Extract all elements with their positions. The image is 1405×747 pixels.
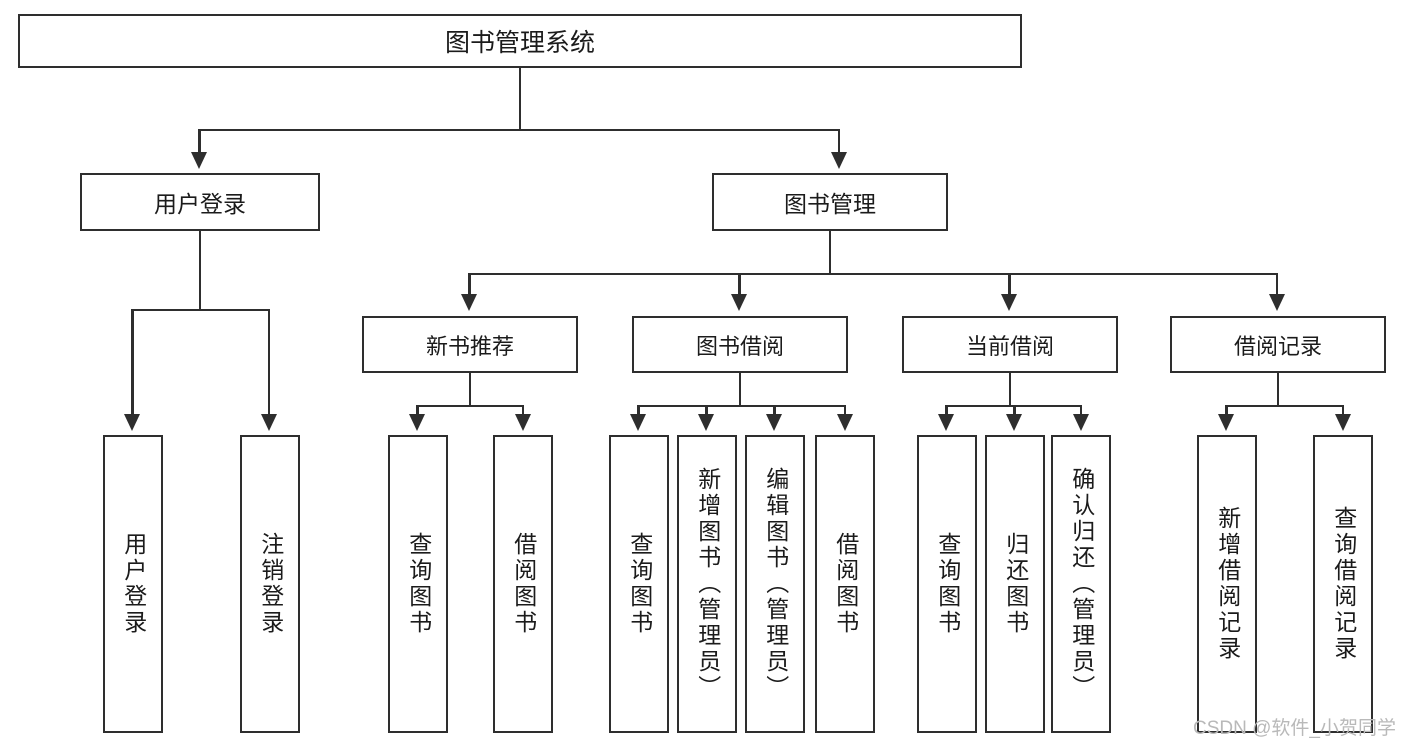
node-label: 图书管理 bbox=[784, 191, 876, 217]
watermark-text: CSDN @软件_小贺同学 bbox=[1193, 718, 1396, 739]
arrowhead-current-borrow-leaf-2 bbox=[1006, 414, 1022, 431]
leaf-borrow-borrow-book[interactable]: 借阅图书 bbox=[815, 435, 875, 733]
connector-user-login-bus bbox=[131, 308, 270, 311]
connector-book-manage-drop-2 bbox=[738, 272, 741, 297]
arrowhead-to-user-login bbox=[191, 152, 207, 169]
leaf-current-query-book[interactable]: 查询图书 bbox=[917, 435, 977, 733]
connector-borrow-record-stem bbox=[1276, 373, 1280, 406]
node-label: 用户登录 bbox=[154, 191, 246, 217]
leaf-current-confirm-return-admin[interactable]: 确认归还（管理员） bbox=[1051, 435, 1111, 733]
leaf-record-query[interactable]: 查询借阅记录 bbox=[1313, 435, 1373, 733]
connector-book-manage-bus bbox=[468, 272, 1278, 275]
leaf-new-book-borrow[interactable]: 借阅图书 bbox=[493, 435, 553, 733]
node-label: 图书借阅 bbox=[695, 333, 784, 359]
connector-book-manage-drop-4 bbox=[1275, 272, 1278, 297]
node-label: 查询图书 bbox=[626, 532, 653, 636]
arrowhead-current-borrow-leaf-3 bbox=[1072, 414, 1089, 431]
arrowhead-book-borrow-leaf-4 bbox=[836, 414, 853, 431]
node-label: 新书推荐 bbox=[425, 333, 514, 359]
arrowhead-to-book-manage bbox=[830, 152, 847, 169]
node-label: 查询图书 bbox=[405, 532, 432, 636]
node-label: 查询借阅记录 bbox=[1330, 506, 1357, 662]
node-borrow-record[interactable]: 借阅记录 bbox=[1170, 316, 1386, 373]
connector-new-book-drop-1 bbox=[416, 404, 419, 417]
arrowhead-book-borrow-leaf-1 bbox=[630, 414, 646, 431]
node-book-borrow[interactable]: 图书借阅 bbox=[632, 316, 848, 373]
leaf-borrow-query-book[interactable]: 查询图书 bbox=[609, 435, 669, 733]
arrowhead-book-borrow-leaf-2 bbox=[698, 414, 714, 431]
node-label: 确认归还（管理员） bbox=[1068, 467, 1095, 701]
connector-borrow-record-drop-2 bbox=[1341, 404, 1344, 417]
node-label: 图书管理系统 bbox=[444, 29, 595, 57]
node-label: 借阅图书 bbox=[510, 532, 537, 636]
connector-user-login-drop-1 bbox=[131, 308, 134, 417]
node-label: 查询图书 bbox=[934, 532, 961, 636]
node-label: 用户登录 bbox=[120, 532, 147, 636]
node-label: 注销登录 bbox=[257, 532, 284, 636]
connector-borrow-record-bus bbox=[1225, 404, 1344, 407]
connector-new-book-bus bbox=[416, 404, 524, 407]
node-label: 当前借阅 bbox=[965, 333, 1054, 359]
connector-book-borrow-stem bbox=[738, 373, 742, 406]
connector-root-bus bbox=[198, 128, 840, 131]
arrowhead-to-borrow-record bbox=[1268, 294, 1285, 311]
connector-root-stem bbox=[518, 68, 522, 130]
connector-book-manage-drop-1 bbox=[468, 272, 471, 297]
connector-user-login-drop-2 bbox=[267, 308, 270, 417]
leaf-logout[interactable]: 注销登录 bbox=[240, 435, 300, 733]
leaf-borrow-add-book-admin[interactable]: 新增图书（管理员） bbox=[677, 435, 737, 733]
leaf-current-return-book[interactable]: 归还图书 bbox=[985, 435, 1045, 733]
node-label: 新增借阅记录 bbox=[1214, 506, 1241, 662]
connector-book-borrow-drop-2 bbox=[705, 404, 708, 417]
arrowhead-book-borrow-leaf-3 bbox=[766, 414, 782, 431]
connector-root-drop-left bbox=[198, 128, 201, 155]
node-label: 编辑图书（管理员） bbox=[762, 467, 789, 701]
connector-new-book-drop-2 bbox=[521, 404, 524, 417]
leaf-borrow-edit-book-admin[interactable]: 编辑图书（管理员） bbox=[745, 435, 805, 733]
connector-borrow-record-drop-1 bbox=[1225, 404, 1228, 417]
leaf-user-login[interactable]: 用户登录 bbox=[103, 435, 163, 733]
connector-current-borrow-stem bbox=[1008, 373, 1012, 406]
leaf-new-book-query[interactable]: 查询图书 bbox=[388, 435, 448, 733]
node-current-borrow[interactable]: 当前借阅 bbox=[902, 316, 1118, 373]
connector-book-borrow-drop-4 bbox=[843, 404, 846, 417]
arrowhead-new-book-leaf-1 bbox=[409, 414, 425, 431]
connector-book-borrow-drop-3 bbox=[773, 404, 776, 417]
connector-root-drop-right bbox=[837, 128, 840, 155]
leaf-record-add[interactable]: 新增借阅记录 bbox=[1197, 435, 1257, 733]
connector-book-borrow-drop-1 bbox=[637, 404, 640, 417]
node-label: 归还图书 bbox=[1002, 532, 1029, 636]
node-new-book-recommend[interactable]: 新书推荐 bbox=[362, 316, 578, 373]
node-label: 借阅图书 bbox=[832, 532, 859, 636]
connector-book-borrow-bus bbox=[637, 404, 846, 407]
connector-current-borrow-drop-2 bbox=[1013, 404, 1016, 417]
node-label: 新增图书（管理员） bbox=[694, 467, 721, 701]
connector-user-login-stem bbox=[198, 231, 202, 310]
arrowhead-to-new-book-recommend bbox=[461, 294, 477, 311]
connector-new-book-stem bbox=[468, 373, 472, 406]
connector-book-manage-drop-3 bbox=[1008, 272, 1011, 297]
connector-current-borrow-drop-1 bbox=[945, 404, 948, 417]
connector-book-manage-stem bbox=[828, 231, 832, 274]
arrowhead-to-book-borrow bbox=[731, 294, 747, 311]
connector-current-borrow-drop-3 bbox=[1079, 404, 1082, 417]
node-label: 借阅记录 bbox=[1233, 333, 1322, 359]
arrowhead-to-current-borrow bbox=[1001, 294, 1017, 311]
arrowhead-borrow-record-leaf-2 bbox=[1334, 414, 1351, 431]
node-book-manage[interactable]: 图书管理 bbox=[712, 173, 948, 231]
arrowhead-borrow-record-leaf-1 bbox=[1218, 414, 1234, 431]
node-user-login[interactable]: 用户登录 bbox=[80, 173, 320, 231]
arrowhead-user-login-leaf-2 bbox=[260, 414, 277, 431]
arrowhead-current-borrow-leaf-1 bbox=[938, 414, 954, 431]
arrowhead-new-book-leaf-2 bbox=[514, 414, 531, 431]
arrowhead-user-login-leaf-1 bbox=[124, 414, 140, 431]
node-root-system[interactable]: 图书管理系统 bbox=[18, 14, 1022, 68]
